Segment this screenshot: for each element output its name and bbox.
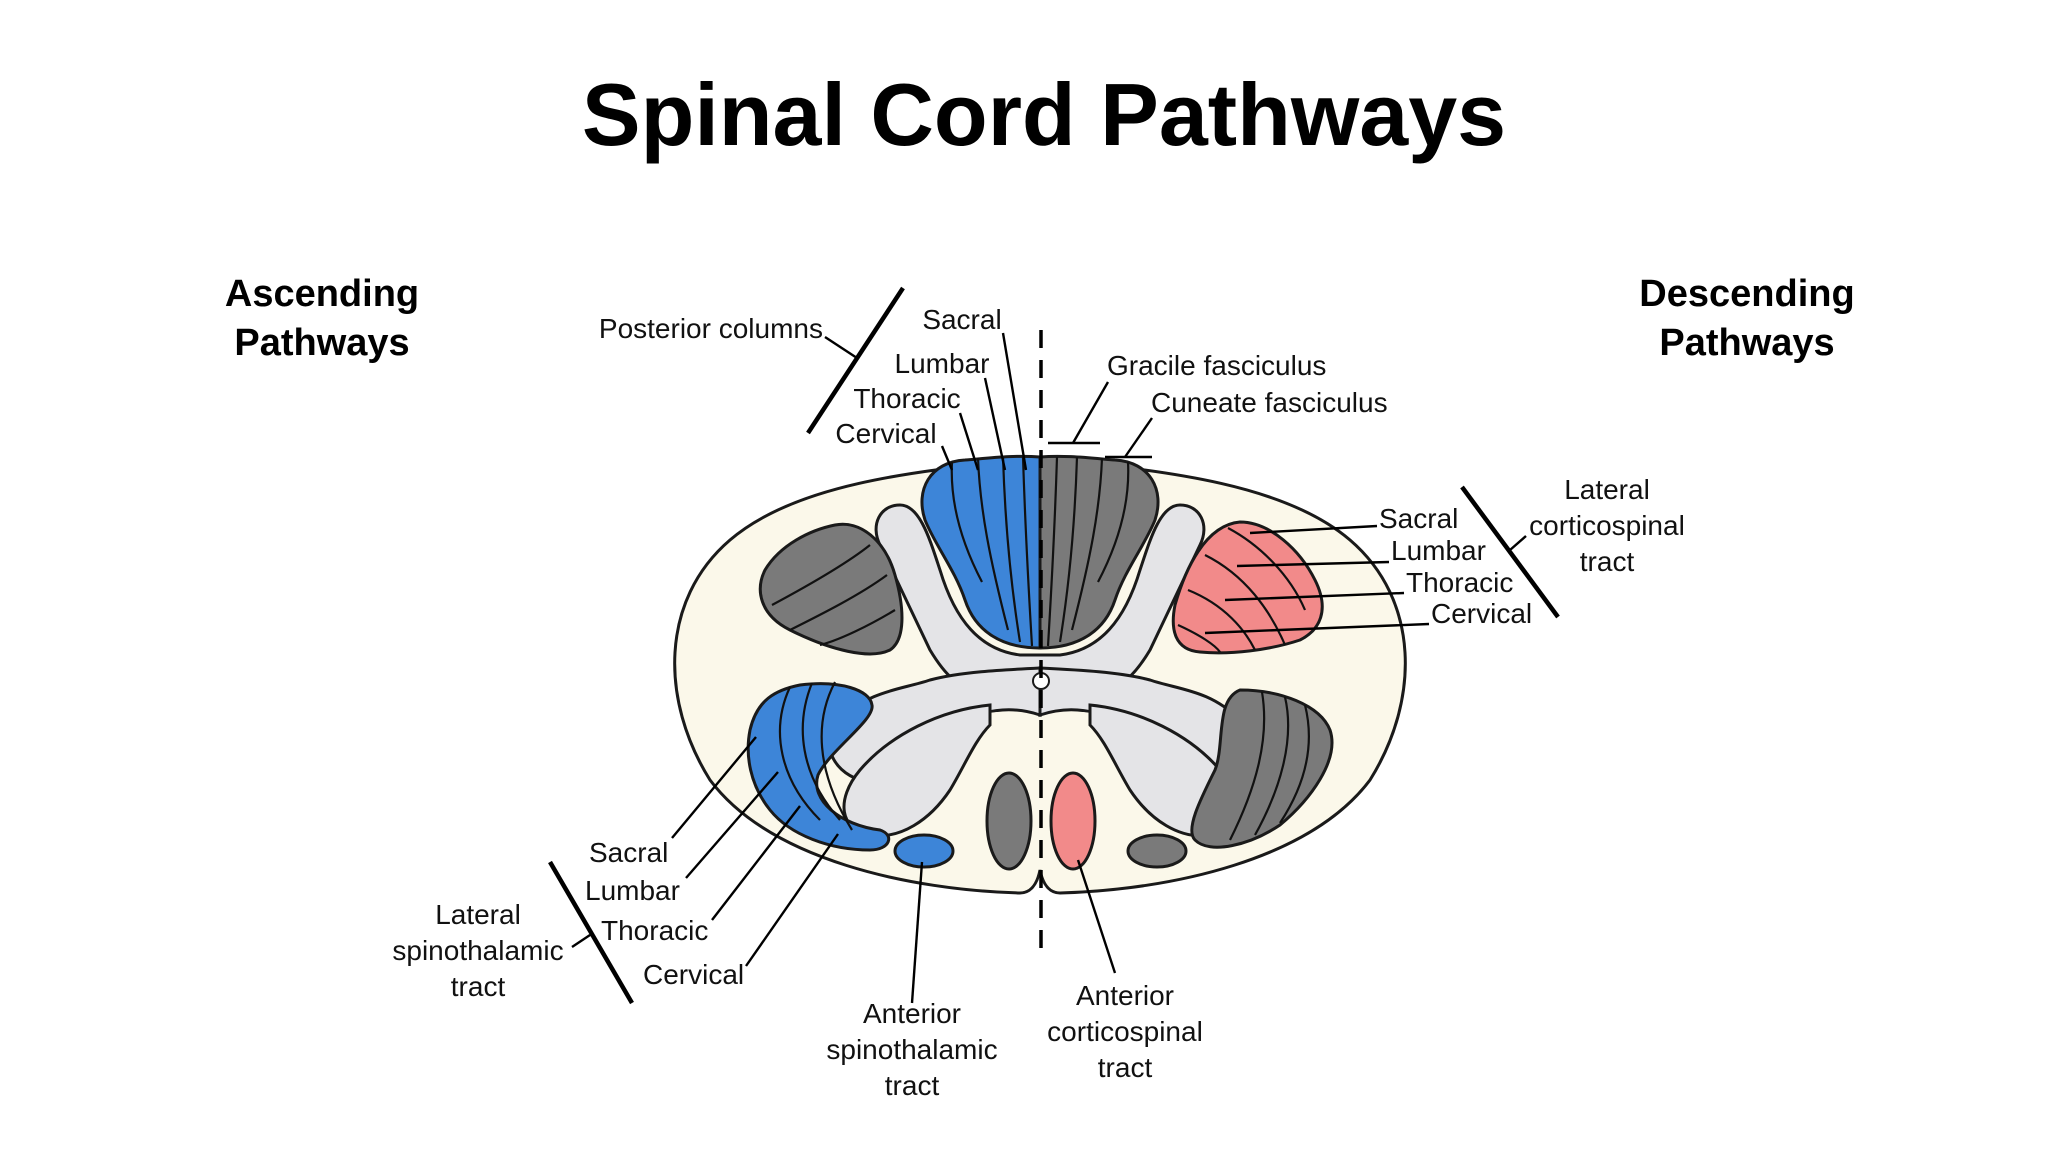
- posterior-columns-bracket: [806, 286, 905, 435]
- lcs-cervical-leader: [1204, 622, 1430, 635]
- left-lateral-gray-tract: [758, 522, 904, 656]
- pc-lumbar-leader: [983, 377, 1007, 471]
- posterior-columns-leader: [824, 335, 858, 360]
- label-pc-thoracic: Thoracic: [853, 383, 960, 414]
- ast-leader: [910, 861, 924, 1004]
- label-ast-title-3: tract: [885, 1070, 940, 1101]
- label-ast-title-1: Anterior: [863, 998, 961, 1029]
- lateral-spinothalamic-tract: [746, 682, 891, 852]
- label-lst-title-3: tract: [451, 971, 506, 1002]
- label-pc-sacral: Sacral: [922, 304, 1001, 335]
- label-lst-sacral: Sacral: [589, 837, 668, 868]
- label-lst-thoracic: Thoracic: [601, 915, 708, 946]
- posterior-columns-gray-segments: [1046, 456, 1130, 647]
- label-lst-lumbar: Lumbar: [585, 875, 680, 906]
- lateral-corticospinal-tract-segments: [1177, 527, 1307, 653]
- label-gracile-fasciculus: Gracile fasciculus: [1107, 350, 1326, 381]
- acs-leader: [1076, 859, 1117, 974]
- lst-lumbar-leader: [685, 771, 779, 879]
- label-lcs-lumbar: Lumbar: [1391, 535, 1486, 566]
- label-lcs-sacral: Sacral: [1379, 503, 1458, 534]
- lateral-spinothalamic-tract-segments: [778, 681, 853, 831]
- gracile-leader: [1071, 381, 1110, 444]
- lcs-sacral-leader: [1249, 524, 1378, 535]
- label-lst-title-1: Lateral: [435, 899, 521, 930]
- posterior-columns-blue-segments: [950, 456, 1034, 647]
- label-lcs-title-1: Lateral: [1564, 474, 1650, 505]
- label-lst-cervical: Cervical: [643, 959, 744, 990]
- anterior-spinothalamic-tract: [893, 833, 955, 869]
- descending-heading-line2: Pathways: [1659, 322, 1834, 364]
- ascending-heading-line2: Pathways: [234, 322, 409, 364]
- label-pc-cervical: Cervical: [835, 418, 936, 449]
- anterior-gray-tract-right: [1126, 833, 1188, 869]
- pc-thoracic-leader: [958, 412, 980, 471]
- label-lcs-thoracic: Thoracic: [1406, 567, 1513, 598]
- lst-title-leader: [571, 934, 591, 948]
- label-ast-title-2: spinothalamic: [826, 1034, 997, 1065]
- lcs-title-leader: [1509, 535, 1527, 551]
- lcs-bracket: [1460, 485, 1560, 619]
- label-lcs-cervical: Cervical: [1431, 598, 1532, 629]
- label-posterior-columns: Posterior columns: [599, 313, 823, 344]
- label-acs-title-3: tract: [1098, 1052, 1153, 1083]
- posterior-columns-blue: [920, 454, 1042, 650]
- cuneate-leader: [1124, 417, 1153, 458]
- lcs-lumbar-leader: [1236, 560, 1390, 568]
- label-lcs-title-2: corticospinal: [1529, 510, 1685, 541]
- anterior-gray-tract-left: [985, 771, 1033, 871]
- label-cuneate-fasciculus: Cuneate fasciculus: [1151, 387, 1388, 418]
- right-lateral-gray-tract: [1190, 688, 1334, 849]
- lst-thoracic-leader: [711, 805, 801, 921]
- label-lcs-title-3: tract: [1580, 546, 1635, 577]
- pc-sacral-leader: [1001, 332, 1028, 471]
- lst-bracket: [548, 860, 634, 1005]
- pc-cervical-leader: [940, 445, 954, 471]
- page-title: Spinal Cord Pathways: [582, 65, 1506, 164]
- posterior-columns-gray: [1038, 454, 1160, 650]
- left-lateral-gray-tract-segments: [771, 544, 896, 647]
- label-acs-title-2: corticospinal: [1047, 1016, 1203, 1047]
- lcs-thoracic-leader: [1224, 591, 1405, 602]
- label-acs-title-1: Anterior: [1076, 980, 1174, 1011]
- descending-heading-line1: Descending: [1639, 273, 1854, 315]
- lst-sacral-leader: [671, 736, 757, 839]
- anterior-corticospinal-tract: [1049, 771, 1097, 871]
- right-lateral-gray-tract-segments: [1229, 691, 1310, 841]
- label-lst-title-2: spinothalamic: [392, 935, 563, 966]
- ascending-heading-line1: Ascending: [225, 273, 419, 315]
- lst-cervical-leader: [745, 833, 839, 967]
- label-pc-lumbar: Lumbar: [895, 348, 990, 379]
